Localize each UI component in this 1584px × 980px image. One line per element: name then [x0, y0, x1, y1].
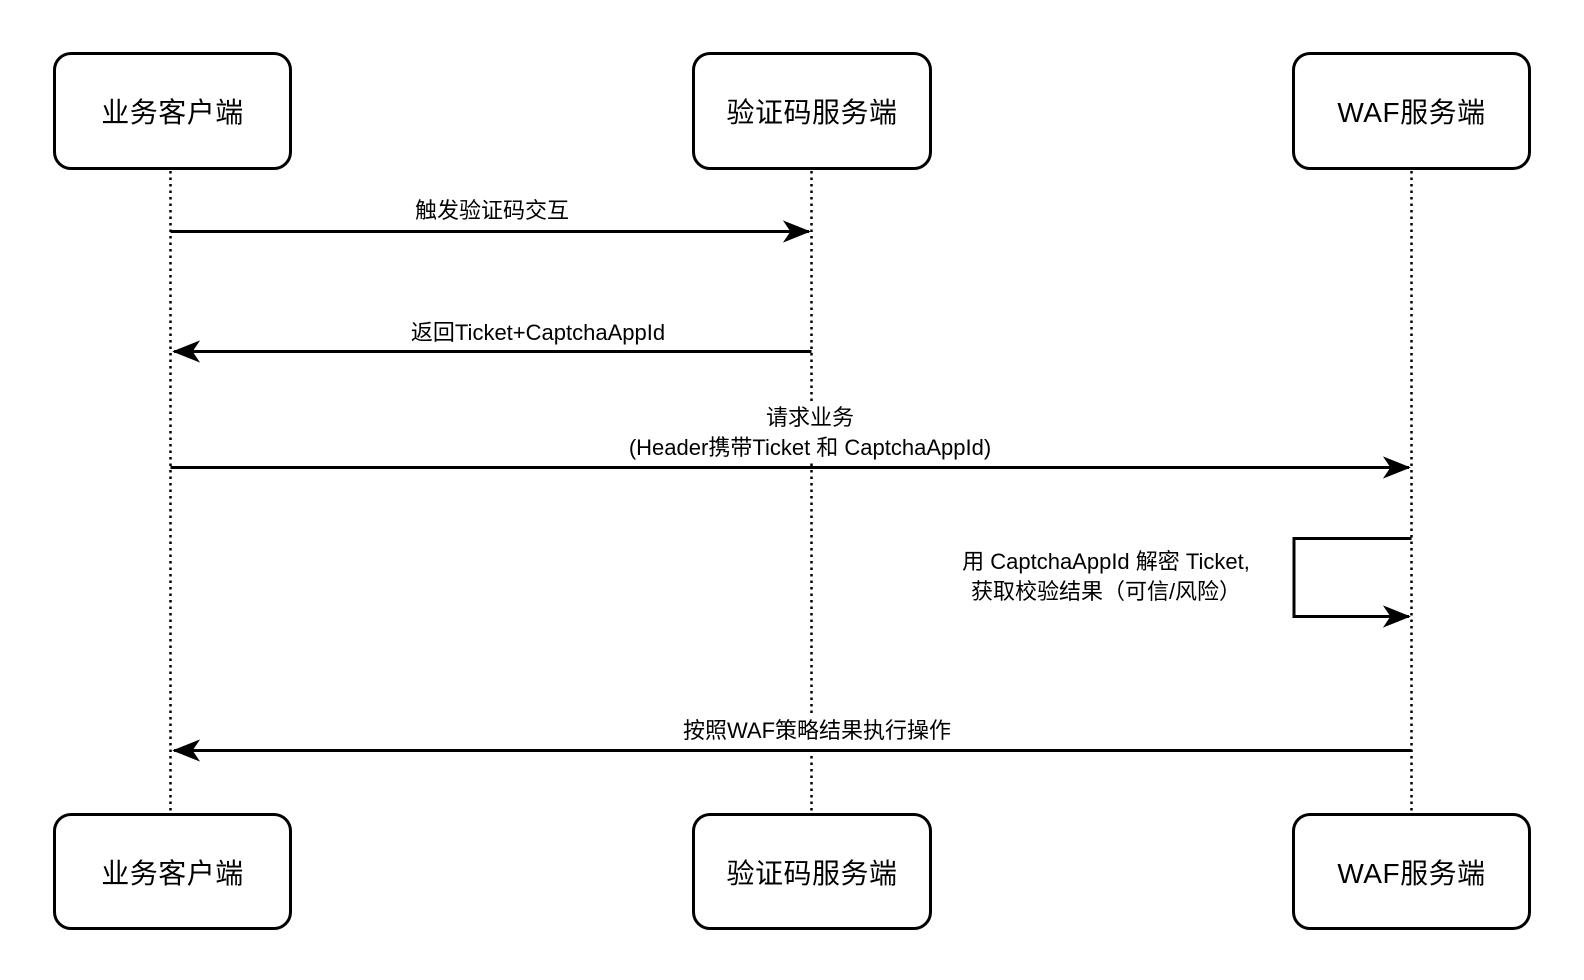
message-text: 返回Ticket+CaptchaAppId — [410, 320, 666, 345]
actor-label-client-top: 业务客户端 — [101, 97, 244, 128]
actor-label-client-bottom: 业务客户端 — [101, 857, 244, 889]
arrow-self-decrypt-loop — [1292, 537, 1412, 628]
actor-box-waf-server-top: WAF服务端 — [1292, 52, 1531, 170]
actor-box-waf-server-bottom: WAF服务端 — [1292, 813, 1531, 930]
message-text-line1: 请求业务 — [765, 405, 855, 430]
message-text-line2: 获取校验结果（可信/风险） — [970, 579, 1242, 604]
message-label-trigger-captcha: 触发验证码交互 — [414, 196, 570, 226]
message-text: 触发验证码交互 — [414, 198, 570, 223]
actor-label-waf-server-top: WAF服务端 — [1337, 97, 1486, 128]
actor-box-captcha-server-top: 验证码服务端 — [692, 52, 932, 170]
actor-label-captcha-server-top: 验证码服务端 — [726, 97, 898, 128]
actor-box-captcha-server-bottom: 验证码服务端 — [692, 813, 932, 930]
message-label-return-ticket: 返回Ticket+CaptchaAppId — [410, 318, 666, 348]
actor-label-waf-server-bottom: WAF服务端 — [1337, 857, 1486, 889]
message-label-request-business: 请求业务 (Header携带Ticket 和 CaptchaAppId) — [628, 403, 992, 463]
message-label-self-decrypt: 用 CaptchaAppId 解密 Ticket, 获取校验结果（可信/风险） — [962, 547, 1250, 607]
message-text-line2: (Header携带Ticket 和 CaptchaAppId) — [628, 435, 992, 460]
actor-label-captcha-server-bottom: 验证码服务端 — [726, 857, 898, 889]
message-text-line1: 用 CaptchaAppId 解密 Ticket, — [962, 549, 1250, 574]
message-label-waf-policy-result: 按照WAF策略结果执行操作 — [682, 716, 952, 746]
actor-box-client-top: 业务客户端 — [53, 52, 292, 170]
actor-box-client-bottom: 业务客户端 — [53, 813, 292, 930]
message-text: 按照WAF策略结果执行操作 — [682, 718, 952, 743]
